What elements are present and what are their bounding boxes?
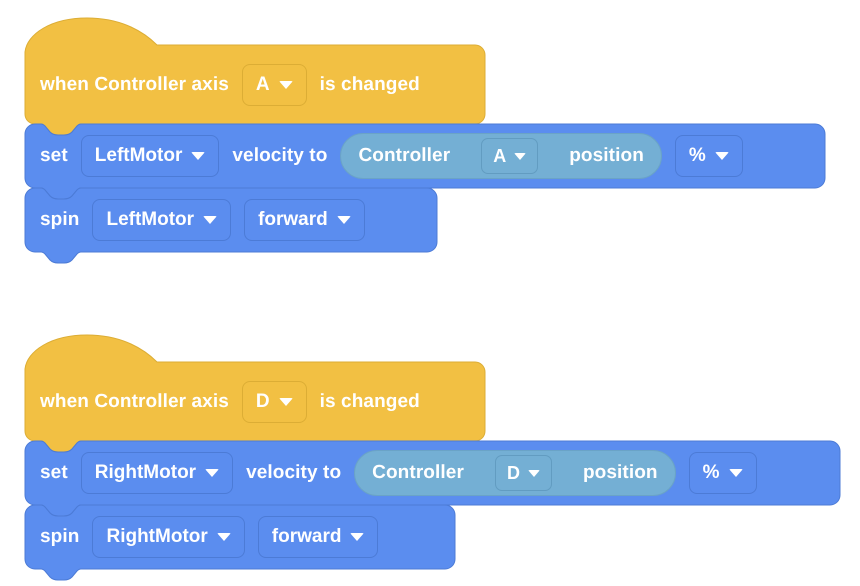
units-dropdown[interactable]: % bbox=[674, 135, 743, 177]
chevron-down-icon bbox=[336, 216, 351, 224]
chevron-down-icon bbox=[514, 152, 527, 160]
chevron-down-icon bbox=[728, 469, 743, 477]
spin-motor[interactable]: spin LeftMotor forward bbox=[24, 187, 438, 264]
block-label: spin bbox=[40, 209, 80, 230]
dropdown-value: LeftMotor bbox=[94, 145, 183, 166]
block-label: set bbox=[40, 462, 68, 483]
chevron-down-icon bbox=[714, 152, 729, 160]
reporter-label: position bbox=[582, 462, 658, 483]
chevron-down-icon bbox=[203, 216, 218, 224]
axis-dropdown[interactable]: A bbox=[241, 64, 307, 106]
reporter-label: Controller bbox=[358, 145, 451, 166]
units-dropdown[interactable]: % bbox=[688, 452, 757, 494]
chevron-down-icon bbox=[205, 469, 220, 477]
axis-dropdown[interactable]: D bbox=[494, 455, 552, 491]
dropdown-value: forward bbox=[258, 209, 328, 230]
dropdown-value: D bbox=[506, 462, 520, 483]
dropdown-value: A bbox=[493, 145, 507, 166]
reporter-label: position bbox=[569, 145, 644, 166]
block-label: when Controller axis bbox=[40, 391, 229, 412]
block-label: velocity to bbox=[246, 462, 342, 483]
motor-dropdown[interactable]: LeftMotor bbox=[92, 199, 232, 241]
axis-dropdown[interactable]: A bbox=[481, 138, 539, 174]
block-label: when Controller axis bbox=[40, 74, 229, 95]
block-label: velocity to bbox=[232, 145, 328, 166]
chevron-down-icon bbox=[191, 152, 206, 160]
block-content: spin LeftMotor forward bbox=[25, 188, 365, 252]
dropdown-value: RightMotor bbox=[106, 526, 208, 547]
dropdown-value: LeftMotor bbox=[106, 209, 195, 230]
block-label: set bbox=[40, 145, 68, 166]
chevron-down-icon bbox=[216, 533, 231, 541]
chevron-down-icon bbox=[278, 398, 293, 406]
motor-dropdown[interactable]: RightMotor bbox=[80, 452, 234, 494]
reporter-label: Controller bbox=[372, 462, 464, 483]
motor-dropdown[interactable]: LeftMotor bbox=[80, 135, 220, 177]
spin-motor[interactable]: spin RightMotor forward bbox=[24, 504, 456, 581]
block-content: spin RightMotor forward bbox=[25, 505, 379, 569]
block-label: spin bbox=[40, 526, 80, 547]
block-label: is changed bbox=[319, 391, 420, 412]
chevron-down-icon bbox=[527, 469, 540, 477]
direction-dropdown[interactable]: forward bbox=[244, 199, 365, 241]
chevron-down-icon bbox=[350, 533, 365, 541]
dropdown-value: % bbox=[688, 145, 706, 166]
dropdown-value: A bbox=[255, 74, 270, 95]
block-label: is changed bbox=[319, 74, 420, 95]
dropdown-value: % bbox=[702, 462, 720, 483]
dropdown-value: D bbox=[255, 391, 270, 412]
chevron-down-icon bbox=[278, 81, 293, 89]
dropdown-value: forward bbox=[271, 526, 342, 547]
motor-dropdown[interactable]: RightMotor bbox=[92, 516, 245, 558]
direction-dropdown[interactable]: forward bbox=[257, 516, 379, 558]
dropdown-value: RightMotor bbox=[94, 462, 197, 483]
axis-dropdown[interactable]: D bbox=[241, 381, 307, 423]
